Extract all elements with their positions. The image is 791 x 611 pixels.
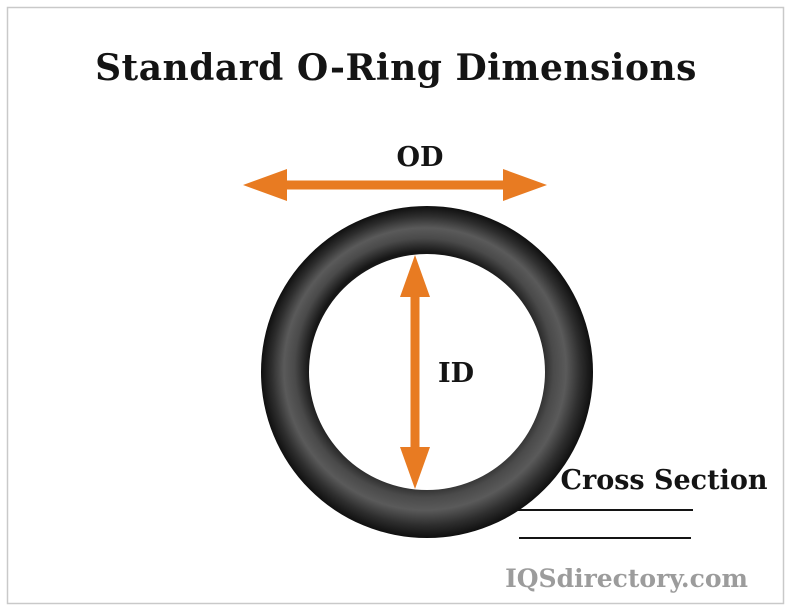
id-label: ID (438, 358, 474, 389)
page-title: Standard O-Ring Dimensions (95, 47, 697, 89)
id-arrow (400, 255, 430, 489)
od-label: OD (397, 142, 444, 173)
cross-section-label: Cross Section (560, 465, 767, 496)
od-arrow (243, 169, 547, 201)
o-ring-graphic (260, 205, 594, 539)
watermark: IQSdirectory.com (505, 564, 748, 593)
page-border (6, 6, 785, 605)
